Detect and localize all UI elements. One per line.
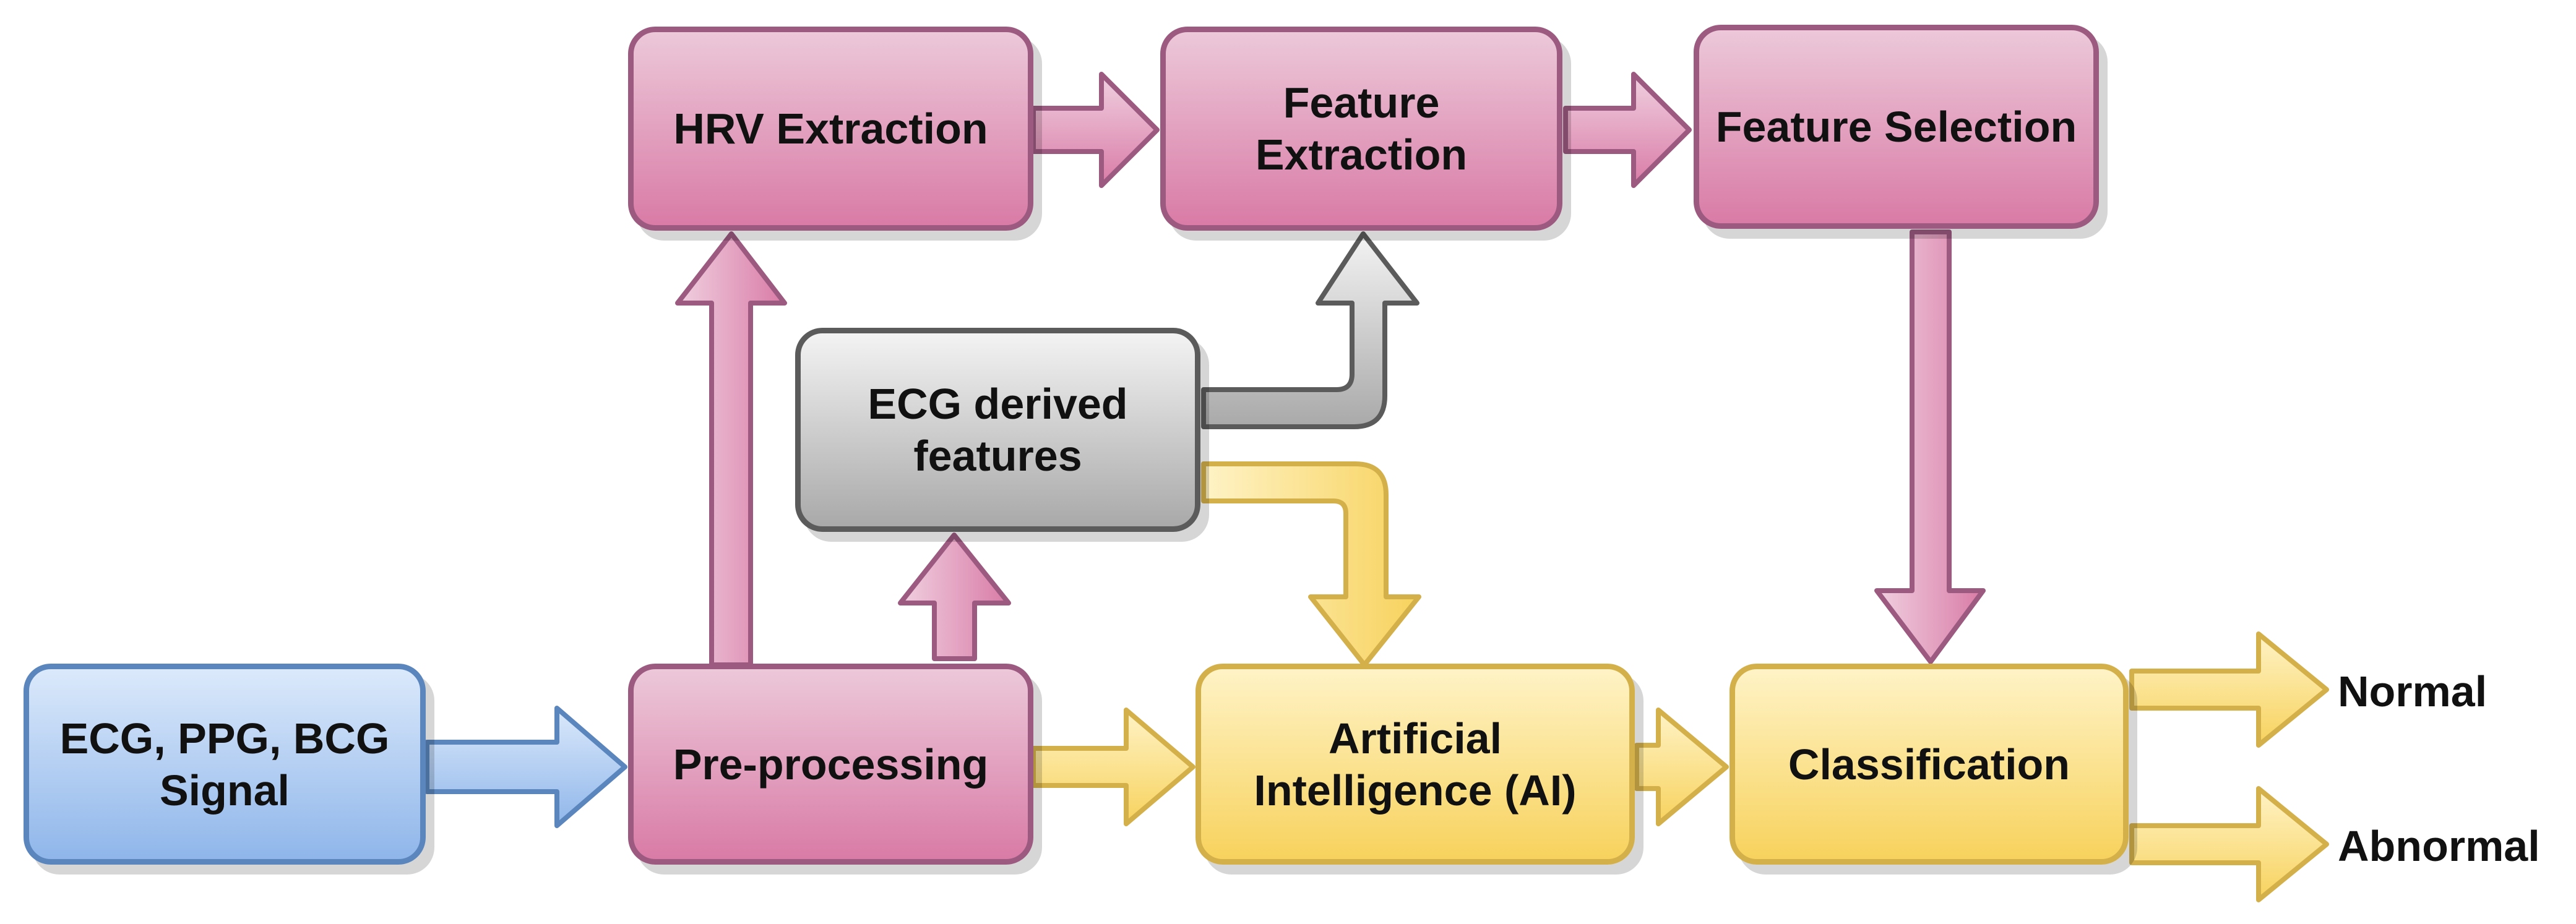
feature-extraction-box: Feature Extraction: [1160, 27, 1562, 231]
output-normal-label: Normal: [2338, 667, 2488, 716]
arrow-hrv-to-feature-extraction: [1031, 72, 1160, 188]
hrv-extraction-label: HRV Extraction: [673, 105, 988, 153]
arrow-preprocessing-to-ai: [1031, 708, 1195, 826]
feature-selection-box: Feature Selection: [1694, 25, 2099, 229]
arrow-classification-to-normal: [2129, 631, 2329, 748]
arrow-selection-to-classification: [1874, 229, 1986, 664]
ecg-derived-features-label: ECG derived features: [868, 380, 1128, 480]
arrow-feature-extraction-to-selection: [1563, 72, 1692, 188]
classification-box: Classification: [1730, 664, 2129, 865]
feature-selection-label: Feature Selection: [1715, 103, 2077, 151]
arrow-ecg-derived-to-ai: [1201, 461, 1421, 667]
arrow-ecg-derived-to-feature-extraction: [1201, 231, 1419, 429]
ai-box: Artificial Intelligence (AI): [1195, 664, 1635, 865]
output-abnormal-label: Abnormal: [2338, 822, 2540, 870]
arrow-preprocessing-to-ecg-derived: [898, 533, 1011, 661]
preprocessing-box: Pre-processing: [628, 664, 1033, 865]
preprocessing-label: Pre-processing: [673, 740, 989, 789]
signal-box: ECG, PPG, BCG Signal: [24, 664, 426, 865]
classification-label: Classification: [1788, 740, 2070, 789]
hrv-extraction-box: HRV Extraction: [628, 27, 1033, 231]
ai-label: Artificial Intelligence (AI): [1254, 714, 1577, 815]
arrow-ai-to-classification: [1634, 708, 1729, 826]
feature-extraction-label: Feature Extraction: [1255, 79, 1468, 179]
arrow-preprocessing-to-hrv: [675, 231, 787, 667]
signal-label: ECG, PPG, BCG Signal: [59, 714, 390, 815]
ecg-derived-features-box: ECG derived features: [795, 328, 1200, 532]
arrow-classification-to-abnormal: [2129, 786, 2329, 902]
arrow-signal-to-preprocessing: [424, 706, 627, 828]
